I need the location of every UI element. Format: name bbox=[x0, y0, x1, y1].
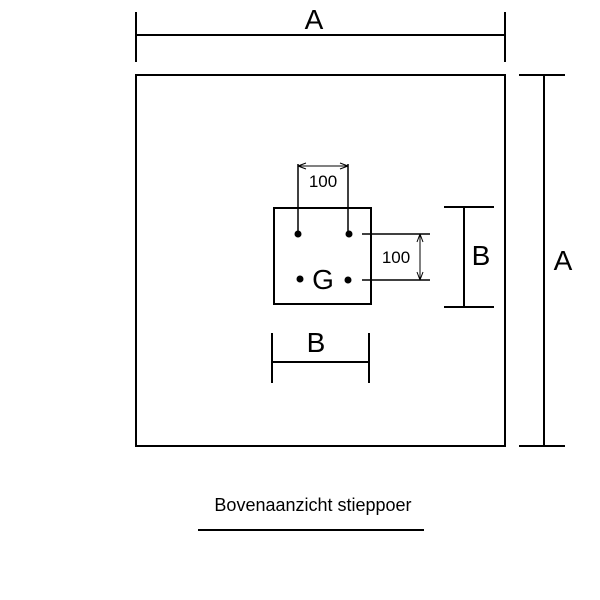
bolt-spacing-vertical-label: 100 bbox=[382, 248, 410, 267]
bolt-spacing-horizontal-dimension bbox=[297, 162, 349, 233]
footing-outline bbox=[135, 74, 506, 447]
right-dimension-label: A bbox=[554, 245, 573, 276]
bottom-dimension-b bbox=[271, 333, 370, 383]
column-width-label: B bbox=[307, 327, 326, 358]
top-dimension-label: A bbox=[305, 4, 324, 35]
bolt-spacing-horizontal-label: 100 bbox=[309, 172, 337, 191]
bolt-hole-bottom-left bbox=[296, 275, 304, 283]
right-dimension-b bbox=[444, 206, 494, 308]
bolt-hole-top-right bbox=[345, 230, 353, 238]
bolt-hole-top-left bbox=[294, 230, 302, 238]
drawing-caption: Bovenaanzicht stieppoer bbox=[214, 495, 411, 515]
column-plate bbox=[273, 207, 372, 305]
right-dimension-a bbox=[519, 74, 565, 447]
bolt-hole-bottom-right bbox=[344, 276, 352, 284]
bolt-spacing-vertical-dimension bbox=[362, 233, 430, 281]
column-height-label: B bbox=[472, 240, 491, 271]
center-label: G bbox=[312, 264, 334, 295]
top-dimension-a bbox=[135, 12, 506, 62]
